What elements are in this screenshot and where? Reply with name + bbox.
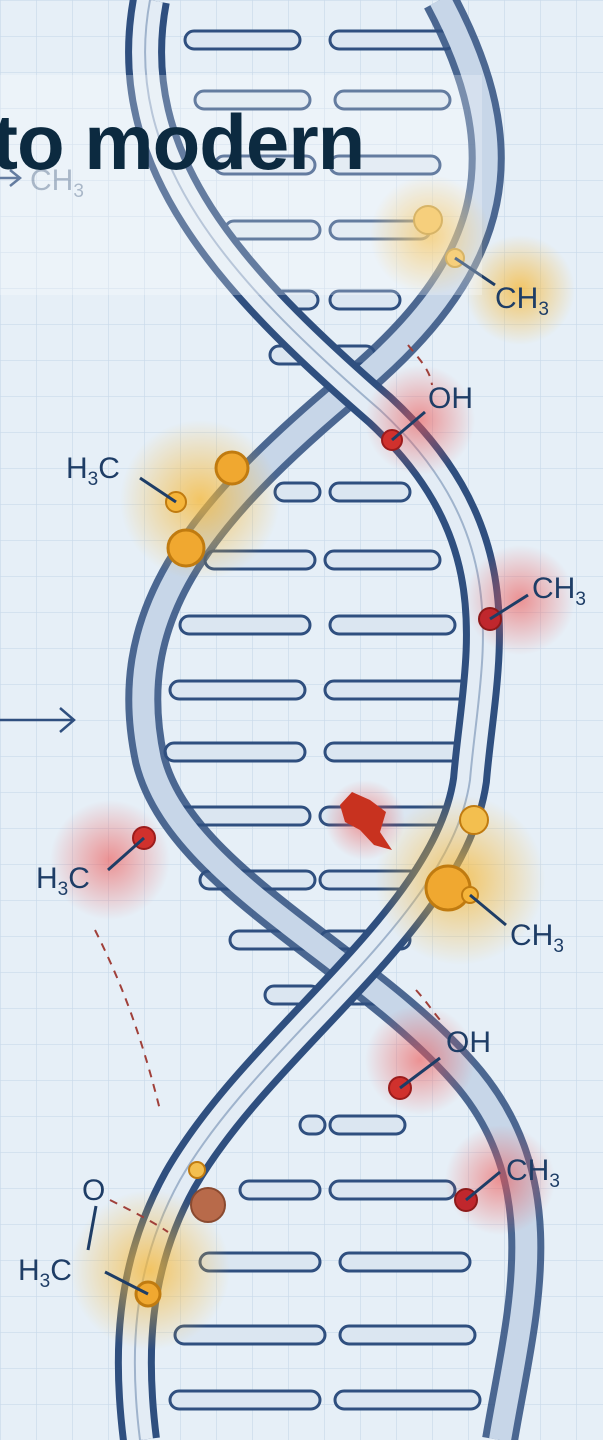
base-pair-bar [165, 743, 305, 761]
base-pair-bar [170, 1391, 320, 1409]
base-pair-bar [275, 483, 320, 501]
base-pair-bar [330, 31, 455, 49]
base-pair-bar [330, 1116, 405, 1134]
base-pair-bar [185, 31, 300, 49]
svg-text:OH: OH [446, 1026, 491, 1059]
base-pair-bar [330, 483, 410, 501]
base-pair-bar [335, 1391, 480, 1409]
base-pair-bar [330, 1181, 455, 1199]
base-pair-bar [300, 1116, 325, 1134]
base-pair-bar [325, 681, 470, 699]
base-pair-bar [240, 1181, 320, 1199]
svg-text:OH: OH [428, 382, 473, 415]
base-pair-bar [330, 616, 455, 634]
base-pair-bar [340, 1253, 470, 1271]
svg-text:O: O [82, 1174, 105, 1207]
headline-text: to modern [0, 88, 482, 198]
base-pair-bar [340, 1326, 475, 1344]
base-pair-bar [325, 551, 440, 569]
base-pair-bar [170, 681, 305, 699]
base-pair-bar [325, 743, 470, 761]
base-pair-bar [180, 616, 310, 634]
